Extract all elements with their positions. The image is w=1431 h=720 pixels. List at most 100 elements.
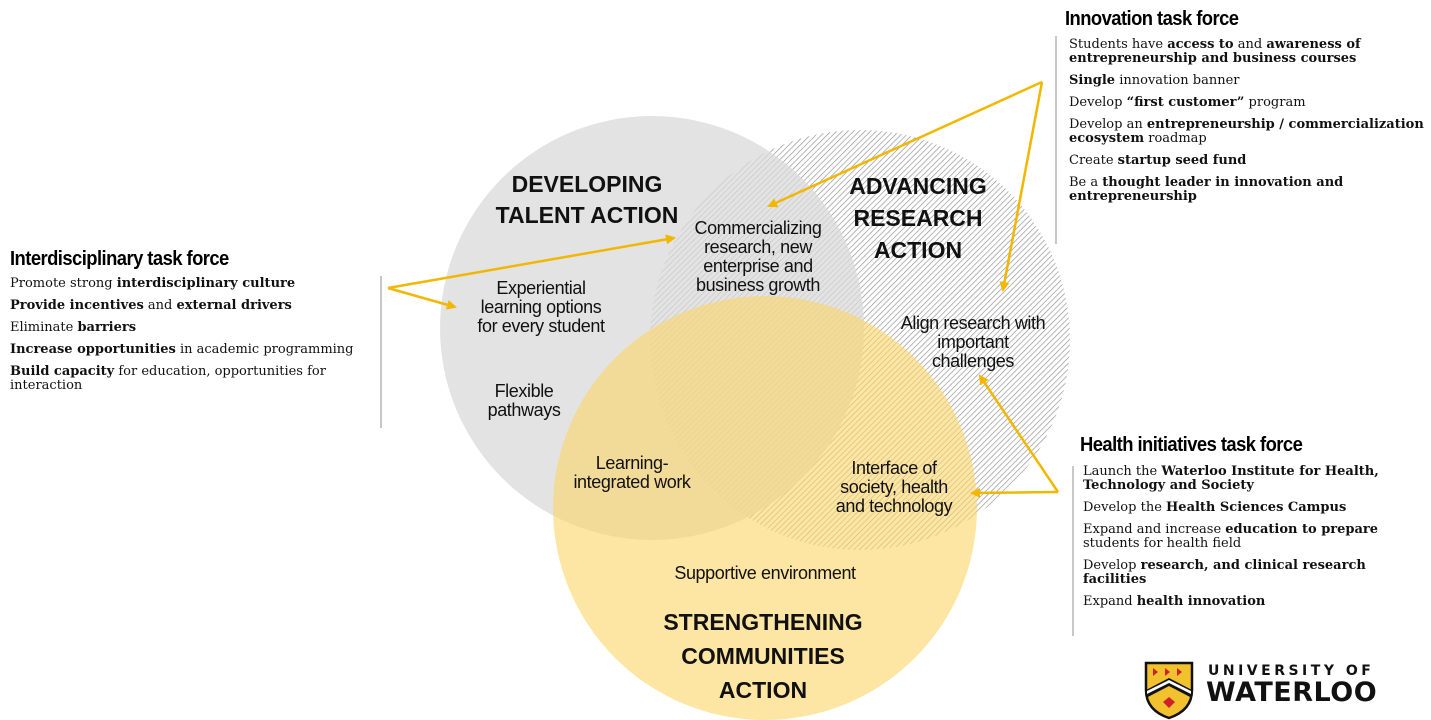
task-item-text: Develop the: [1083, 500, 1167, 515]
innovation-title: Innovation task force: [1065, 8, 1239, 30]
health-divider: [1072, 466, 1074, 636]
task-item-bold-text: Health Sciences Campus: [1166, 500, 1347, 515]
crest-icon: [1144, 661, 1194, 720]
task-item-text: students for health field: [1083, 536, 1242, 551]
task-item: Develop research, and clinical research …: [1083, 559, 1425, 587]
task-item-text: Students have: [1069, 37, 1168, 52]
task-item-text: Develop: [1069, 95, 1127, 110]
experiential-line2: learning options: [481, 297, 602, 317]
health-list: Launch the Waterloo Institute for Health…: [1080, 465, 1425, 609]
task-item: Expand and increase education to prepare…: [1083, 523, 1425, 551]
interface-line1: Interface of: [851, 458, 938, 478]
task-item-text: program: [1244, 95, 1306, 110]
talent-title-line2: TALENT ACTION: [496, 202, 679, 228]
task-item-bold-text: Increase opportunities: [10, 342, 176, 357]
task-item-text: Be a: [1069, 175, 1103, 190]
task-item: Students have access to and awareness of…: [1069, 38, 1425, 66]
task-item-bold-text: entrepreneurship / commercialization eco…: [1069, 117, 1424, 146]
task-item-text: for education, opportunities for interac…: [10, 364, 326, 393]
flexible-line1: Flexible: [495, 381, 554, 401]
talent-title-line1: DEVELOPING: [512, 171, 663, 197]
task-item-text: and: [1233, 37, 1267, 52]
task-item: Build capacity for education, opportunit…: [10, 365, 380, 393]
align-line3: challenges: [932, 351, 1014, 371]
task-item-text: Create: [1069, 153, 1118, 168]
commercializing-line1: Commercializing: [694, 218, 821, 238]
arrow-health-to-align: [978, 374, 1060, 493]
task-item-bold-text: Build capacity: [10, 364, 115, 379]
task-item-bold-text: access to: [1167, 37, 1234, 52]
task-item: Develop an entrepreneurship / commercial…: [1069, 118, 1425, 146]
arrow-innovation-to-align: [999, 81, 1044, 292]
task-item-text: Eliminate: [10, 320, 78, 335]
university-logo: UNIVERSITY OF WATERLOO: [1143, 660, 1393, 720]
interdisciplinary-list: Promote strong interdisciplinary culture…: [10, 277, 380, 393]
health-title: Health initiatives task force: [1080, 434, 1303, 456]
innovation-panel: Innovation task force Students have acce…: [1065, 8, 1425, 212]
interface-line2: society, health: [840, 477, 948, 497]
task-item-bold-text: awareness of entrepreneurship and busine…: [1069, 37, 1361, 66]
task-item-bold-text: “first customer”: [1126, 95, 1245, 110]
flexible-line2: pathways: [488, 400, 561, 420]
task-item-text: roadmap: [1144, 131, 1207, 146]
task-item-text: Launch the: [1083, 464, 1162, 479]
task-item: Promote strong interdisciplinary culture: [10, 277, 380, 291]
task-item-text: Develop: [1083, 558, 1141, 573]
communities-circle: [553, 296, 977, 720]
commercializing-line4: business growth: [696, 275, 820, 295]
task-item: Be a thought leader in innovation and en…: [1069, 176, 1425, 204]
task-item: Increase opportunities in academic progr…: [10, 343, 380, 357]
innovation-list: Students have access to and awareness of…: [1065, 38, 1425, 204]
task-item-bold-text: Waterloo Institute for Health, Technolog…: [1083, 464, 1379, 493]
task-item-text: in academic programming: [175, 342, 354, 357]
task-item-bold-text: research, and clinical research faciliti…: [1083, 558, 1366, 587]
task-item-bold-text: barriers: [77, 320, 137, 335]
interdisciplinary-panel: Interdisciplinary task force Promote str…: [10, 248, 380, 401]
communities-title-line1: STRENGTHENING: [663, 609, 862, 635]
learning-line1: Learning-: [596, 453, 669, 473]
task-item-bold-text: interdisciplinary culture: [116, 276, 296, 291]
arrow-interdisciplinary-to-experiential: [387, 286, 457, 310]
learning-line2: integrated work: [573, 472, 691, 492]
task-item: Eliminate barriers: [10, 321, 380, 335]
research-title-line1: ADVANCING: [849, 173, 987, 199]
task-item-bold-text: startup seed fund: [1117, 153, 1247, 168]
logo-line2: WATERLOO: [1206, 677, 1378, 708]
interdisciplinary-title: Interdisciplinary task force: [10, 248, 229, 270]
task-item: Expand health innovation: [1083, 595, 1425, 609]
task-item-text: Expand and increase: [1083, 522, 1226, 537]
align-line1: Align research with: [901, 313, 1045, 333]
task-item-text: innovation banner: [1115, 73, 1240, 88]
task-item-text: Expand: [1083, 594, 1137, 609]
task-item-text: and: [143, 298, 177, 313]
research-title-line2: RESEARCH: [853, 205, 982, 231]
task-item: Launch the Waterloo Institute for Health…: [1083, 465, 1425, 493]
task-item-text: Promote strong: [10, 276, 117, 291]
task-item-bold-text: Single: [1069, 73, 1116, 88]
task-item-bold-text: health innovation: [1136, 594, 1266, 609]
arrow-innovation-to-commercializing: [767, 80, 1043, 208]
experiential-line3: for every student: [477, 316, 605, 336]
task-item-bold-text: external drivers: [176, 298, 292, 313]
interface-line3: and technology: [836, 496, 953, 516]
task-item-bold-text: thought leader in innovation and entrepr…: [1069, 175, 1344, 204]
arrow-interdisciplinary-to-commercializing: [387, 234, 676, 290]
communities-title-line3: ACTION: [719, 677, 807, 703]
task-item: Develop the Health Sciences Campus: [1083, 501, 1425, 515]
innovation-divider: [1055, 36, 1057, 244]
commercializing-line3: enterprise and: [703, 256, 812, 276]
supportive-label: Supportive environment: [674, 563, 856, 583]
align-line2: important: [937, 332, 1009, 352]
experiential-line1: Experiential: [496, 278, 585, 298]
interdisciplinary-divider: [380, 276, 382, 428]
logo-line1: UNIVERSITY OF: [1208, 663, 1375, 679]
task-item: Create startup seed fund: [1069, 154, 1425, 168]
task-item-text: Develop an: [1069, 117, 1147, 132]
task-item-bold-text: Provide incentives: [10, 298, 144, 313]
communities-title-line2: COMMUNITIES: [681, 643, 845, 669]
commercializing-line2: research, new: [704, 237, 813, 257]
task-item: Single innovation banner: [1069, 74, 1425, 88]
research-title-line3: ACTION: [874, 237, 962, 263]
task-item-bold-text: education to prepare: [1225, 522, 1379, 537]
